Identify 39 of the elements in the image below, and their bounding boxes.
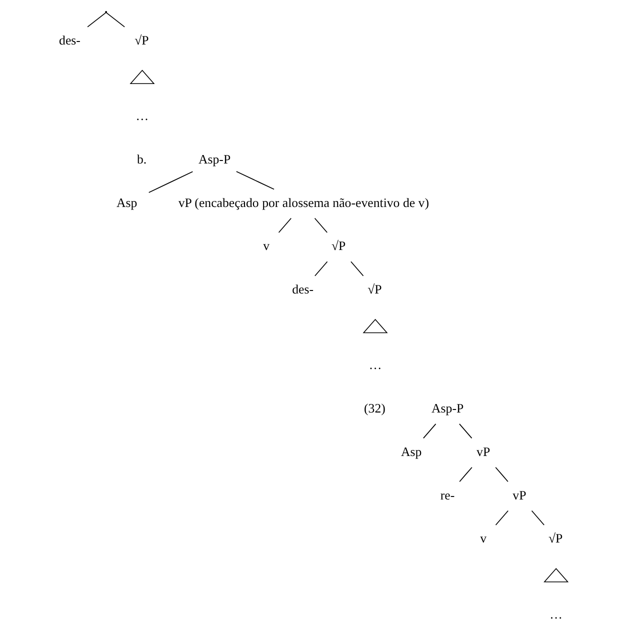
node-triangle bbox=[129, 70, 154, 84]
label: (32) bbox=[364, 402, 385, 416]
node-text: … bbox=[549, 607, 562, 622]
node-text: √P bbox=[548, 532, 562, 546]
node-text: vP bbox=[512, 488, 526, 502]
node-text: … bbox=[368, 358, 382, 372]
connector bbox=[148, 171, 193, 193]
node-text: Asp bbox=[116, 196, 137, 210]
node-text: v bbox=[480, 532, 486, 546]
connector bbox=[278, 218, 292, 233]
connector bbox=[350, 261, 364, 276]
connector bbox=[494, 510, 508, 526]
connector bbox=[458, 424, 472, 439]
connector bbox=[235, 171, 274, 190]
connector bbox=[458, 466, 472, 482]
node-text: des- bbox=[58, 33, 80, 48]
node-text: re- bbox=[440, 488, 454, 502]
node-text: Asp-P bbox=[198, 152, 230, 166]
node-text: √P bbox=[134, 33, 148, 48]
node-triangle bbox=[362, 318, 388, 334]
node-text: √P bbox=[367, 282, 382, 297]
node-text: des- bbox=[292, 282, 314, 297]
connector bbox=[314, 218, 328, 233]
node-point bbox=[104, 10, 107, 13]
node-text: vP bbox=[476, 444, 490, 459]
node-triangle bbox=[543, 568, 568, 582]
node-text: Asp bbox=[400, 444, 422, 459]
connector bbox=[105, 12, 125, 28]
node-text: vP (encabeçado por alossema não-eventivo de v) bbox=[178, 196, 428, 210]
connector bbox=[86, 12, 106, 28]
connector bbox=[530, 510, 544, 526]
node-text: Asp-P bbox=[431, 402, 464, 416]
node-text: √P bbox=[330, 239, 346, 254]
connector bbox=[494, 466, 508, 482]
node-text: v bbox=[262, 239, 270, 254]
label: b. bbox=[136, 152, 146, 166]
node-text: … bbox=[135, 109, 148, 124]
connector bbox=[314, 261, 328, 276]
connector bbox=[422, 424, 436, 439]
